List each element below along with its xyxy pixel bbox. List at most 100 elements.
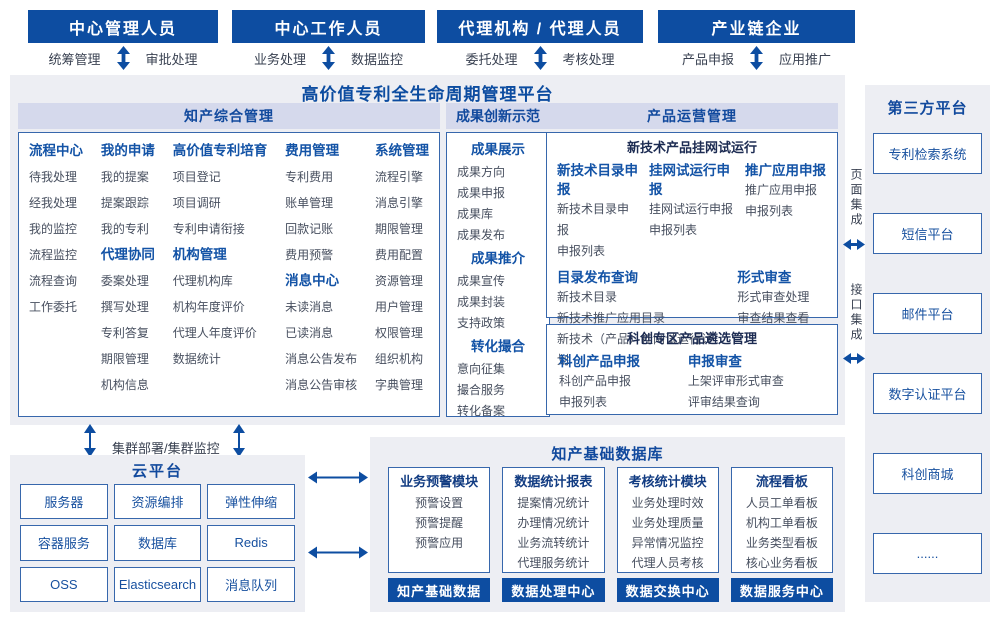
platform-panel: 高价值专利全生命周期管理平台 知产综合管理 流程中心待我处理经我处理我的监控流程… [10, 75, 845, 425]
double-arrow-vertical-icon [233, 424, 245, 457]
db-center-box: 数据处理中心 [502, 578, 605, 602]
role-title: 中心管理人员 [28, 10, 218, 43]
module-group-header: 消息中心 [285, 273, 340, 288]
double-arrow-horizontal-icon [843, 239, 865, 250]
module-group: 目录发布查询新技术目录新技术推广应用目录新技术（产品）挂网试运行计划 [557, 268, 727, 371]
cluster-label: 集群部署/集群监控 [112, 441, 220, 456]
module-item: 申报列表 [559, 395, 608, 409]
module-group: 新技术目录申报新技术目录申报申报列表 [557, 161, 639, 262]
module-item: 新技术目录 [557, 290, 618, 304]
selection-box: 科创专区产品遴选管理 科创产品申报科创产品申报申报列表申报审查上架评审形式审查评… [546, 324, 838, 415]
module-group: 推广应用申报推广应用申报申报列表 [745, 161, 827, 262]
db-module-item: 业务处理质量 [631, 516, 704, 530]
module-item: 委案处理 [100, 274, 149, 288]
module-item: 转化备案 [457, 404, 506, 418]
module-group: 申报审查上架评审形式审查评审结果查询 [688, 352, 825, 413]
module-item: 成果发布 [457, 228, 506, 242]
module-item: 流程引擎 [374, 170, 423, 184]
role-title: 中心工作人员 [232, 10, 425, 43]
section-title: 产品运营管理 [546, 103, 838, 129]
module-group: 挂网试运行申报挂网试运行申报申报列表 [649, 161, 735, 262]
module-item: 新技术目录申报 [557, 202, 630, 237]
interface-integration-label: 接口集成 [849, 283, 863, 343]
db-module-header: 数据统计报表 [514, 474, 593, 489]
third-party-system: 短信平台 [873, 213, 982, 254]
third-party-system: 邮件平台 [873, 293, 982, 334]
role-left-label: 产品申报 [681, 51, 734, 67]
module-item: 字典管理 [374, 378, 423, 392]
module-group-header: 流程中心 [29, 143, 83, 158]
module-item: 成果申报 [457, 186, 506, 200]
module-item: 项目调研 [172, 196, 221, 210]
module-group-header: 高价值专利培育 [172, 143, 268, 158]
module-item: 费用配置 [374, 248, 423, 262]
double-arrow-vertical-icon [116, 46, 130, 70]
module-group-header: 挂网试运行申报 [648, 163, 730, 197]
module-item: 代理人年度评价 [172, 326, 257, 340]
section-product-ops: 产品运营管理 新技术产品挂网试运行 新技术目录申报新技术目录申报申报列表挂网试运… [546, 103, 838, 415]
module-item: 我的专利 [100, 222, 149, 236]
module-group-header: 新技术目录申报 [557, 163, 638, 197]
module-item: 撮合服务 [457, 383, 506, 397]
module-item: 成果封装 [457, 295, 506, 309]
db-module-box: 数据统计报表提案情况统计办理情况统计业务流转统计代理服务统计 [502, 467, 605, 573]
module-item: 专利申请衔接 [172, 222, 245, 236]
db-module: 考核统计模块业务处理时效业务处理质量异常情况监控代理人员考核数据交换中心 [616, 467, 719, 602]
module-group: 科创产品申报科创产品申报申报列表 [559, 352, 678, 413]
module-item: 上架评审形式审查 [687, 374, 784, 388]
role-io-labels: 业务处理数据监控 [232, 46, 425, 70]
module-column: 流程中心待我处理经我处理我的监控流程监控流程查询工作委托 [29, 138, 83, 411]
section-title: 成果创新示范 [446, 103, 550, 129]
role-right-label: 数据监控 [351, 51, 404, 67]
module-item: 回款记账 [285, 222, 334, 236]
module-item: 消息公告发布 [285, 352, 358, 366]
module-item: 专利答复 [100, 326, 149, 340]
db-module-item: 异常情况监控 [631, 536, 704, 550]
db-module-item: 预警提醒 [415, 516, 464, 530]
cloud-service: 消息队列 [207, 566, 295, 602]
role-io-labels: 统筹管理审批处理 [28, 46, 218, 70]
module-item: 费用预警 [285, 248, 334, 262]
module-item: 提案跟踪 [100, 196, 149, 210]
db-module-box: 业务预警模块预警设置预警提醒预警应用 [388, 467, 491, 573]
db-module-item: 核心业务看板 [745, 556, 818, 570]
module-group-header: 成果展示 [471, 142, 525, 157]
module-item: 消息引擎 [374, 196, 423, 210]
db-module-item: 预警设置 [415, 496, 464, 510]
role-title: 代理机构 / 代理人员 [437, 10, 643, 43]
module-item: 期限管理 [374, 222, 423, 236]
platform-title: 高价值专利全生命周期管理平台 [301, 85, 554, 104]
ip-columns: 流程中心待我处理经我处理我的监控流程监控流程查询工作委托我的申请我的提案提案跟踪… [18, 132, 440, 417]
db-module-header: 业务预警模块 [400, 474, 479, 489]
module-group-header: 科创产品申报 [559, 354, 640, 369]
module-item: 申报列表 [557, 244, 606, 258]
double-arrow-horizontal-icon [308, 471, 368, 484]
module-group-header: 推广应用申报 [745, 163, 827, 178]
role-group: 中心管理人员统筹管理审批处理 [28, 10, 218, 70]
module-item: 资源管理 [374, 274, 423, 288]
cloud-service: Elasticsearch [113, 566, 202, 602]
module-group-header: 成果推介 [471, 251, 525, 266]
module-item: 成果方向 [457, 165, 506, 179]
module-item: 机构信息 [100, 378, 149, 392]
double-arrow-horizontal-icon [308, 546, 368, 559]
section-title: 知产综合管理 [18, 103, 440, 129]
selection-grid: 科创产品申报科创产品申报申报列表申报审查上架评审形式审查评审结果查询 [559, 352, 825, 413]
cloud-service: 服务器 [20, 484, 108, 520]
module-item: 用户管理 [374, 300, 423, 314]
module-column: 我的申请我的提案提案跟踪我的专利代理协同委案处理撰写处理专利答复期限管理机构信息 [101, 138, 155, 411]
db-module-header: 考核统计模块 [628, 474, 707, 489]
module-item: 流程监控 [29, 248, 78, 262]
module-group-header: 机构管理 [172, 247, 227, 262]
module-group-header: 目录发布查询 [557, 270, 638, 285]
db-module-header: 流程看板 [755, 474, 808, 489]
module-item: 撰写处理 [100, 300, 149, 314]
module-item: 未读消息 [285, 300, 334, 314]
ip-database-panel: 知产基础数据库 业务预警模块预警设置预警提醒预警应用知产基础数据数据统计报表提案… [370, 437, 845, 612]
third-party-system: ...... [873, 533, 982, 574]
cloud-service: Redis [207, 525, 295, 561]
module-group-header: 我的申请 [100, 143, 155, 158]
cloud-service: 容器服务 [20, 525, 108, 561]
ip-database-title: 知产基础数据库 [551, 446, 664, 463]
